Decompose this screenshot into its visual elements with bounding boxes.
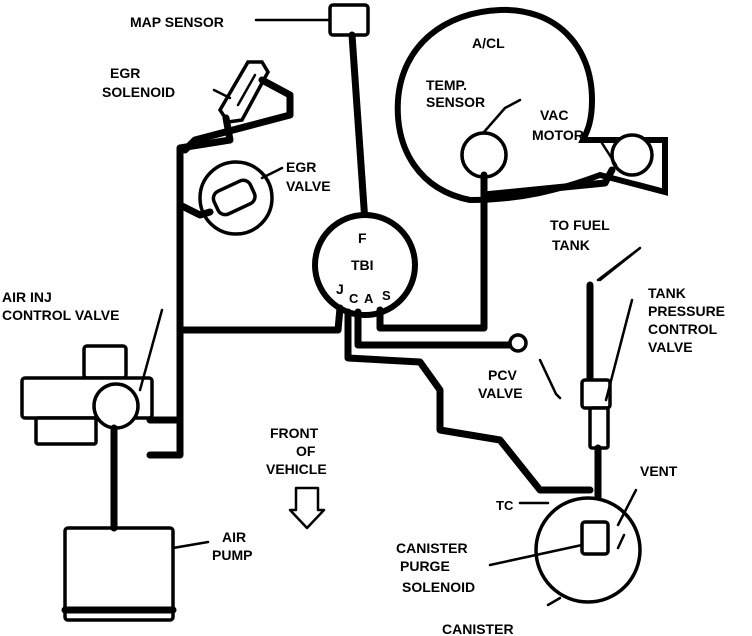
canister-purge-solenoid (580, 520, 610, 556)
tbi-port-f-label: F (358, 230, 367, 246)
canister-purge-label-3: SOLENOID (402, 579, 475, 595)
map-sensor-label: MAP SENSOR (130, 14, 224, 30)
vent-label: VENT (640, 463, 678, 479)
air-pump-label: AIR (222, 529, 246, 545)
tbi-port-a-label: A (364, 291, 374, 306)
air-inj-control-valve (20, 308, 164, 446)
canister-purge-label-2: PURGE (400, 558, 450, 574)
vac-motor-label-2: MOTOR (532, 127, 584, 143)
egr-solenoid-label-2: SOLENOID (102, 84, 175, 100)
tbi (312, 212, 418, 318)
to-fuel-tank-label: TO FUEL (550, 217, 610, 233)
air-pump (61, 424, 210, 622)
pcv-valve-label-2: VALVE (478, 385, 523, 401)
vac-motor-label: VAC (540, 107, 569, 123)
tbi-port-c-label: C (349, 291, 359, 306)
canister-label: CANISTER (442, 621, 514, 636)
front-of-vehicle-label: FRONT (270, 425, 319, 441)
temp-sensor-label: TEMP. (426, 77, 467, 93)
vac-motor (610, 133, 654, 177)
tbi-port-s-label: S (382, 288, 391, 303)
tank-pressure-label: TANK (648, 285, 686, 301)
temp-sensor-label-2: SENSOR (426, 94, 485, 110)
egr-solenoid-label: EGR (110, 65, 140, 81)
egr-valve-label-2: VALVE (286, 178, 331, 194)
egr-hose (176, 114, 234, 219)
front-of-vehicle-label-2: OF (296, 443, 316, 459)
egr-solenoid (212, 60, 271, 124)
canister-purge-label: CANISTER (396, 540, 468, 556)
tbi-label: TBI (351, 257, 374, 273)
tc-label: TC (496, 498, 514, 513)
air-inj-label-2: CONTROL VALVE (2, 307, 119, 323)
tbi-port-j-label: J (336, 281, 344, 297)
to-fuel-tank-label-2: TANK (552, 237, 590, 253)
tank-pressure-label-3: CONTROL (648, 321, 718, 337)
air-inj-label: AIR INJ (2, 289, 52, 305)
tank-pressure-label-2: PRESSURE (648, 303, 725, 319)
front-arrow (288, 486, 326, 530)
pcv-valve-label: PCV (488, 367, 517, 383)
tank-pressure-label-4: VALVE (648, 339, 693, 355)
front-of-vehicle-label-3: VEHICLE (266, 461, 327, 477)
map-sensor (328, 3, 370, 37)
egr-valve-label: EGR (286, 159, 316, 175)
temp-sensor (460, 131, 508, 179)
pcv-valve (508, 333, 528, 353)
acl-label: A/CL (472, 35, 505, 51)
tank-pressure-control-valve (580, 298, 634, 450)
air-pump-label-2: PUMP (212, 547, 252, 563)
